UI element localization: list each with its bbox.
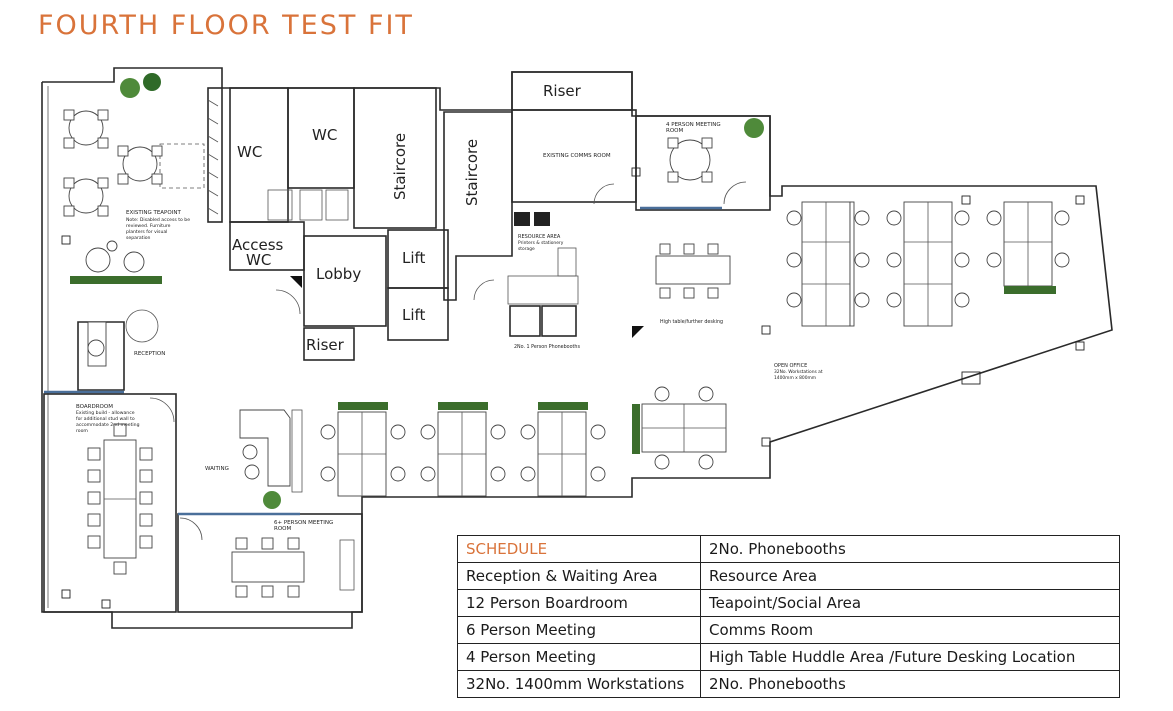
label-teapoint-note3: planters for visual xyxy=(126,229,167,235)
label-riser-bottom: Riser xyxy=(306,336,345,354)
label-riser-top: Riser xyxy=(543,82,582,100)
schedule-header: SCHEDULE xyxy=(457,535,701,563)
label-staircore2: Staircore xyxy=(463,139,481,206)
schedule-cell: 4 Person Meeting xyxy=(457,643,701,671)
label-open-office-note1: 32No. Workstations at xyxy=(774,369,823,375)
label-open-office-note2: 1400mm x 800mm xyxy=(774,375,816,381)
schedule-table: SCHEDULE 2No. Phonebooths Reception & Wa… xyxy=(457,535,1120,698)
label-boardroom-note3: accommodate 2nd meeting xyxy=(76,422,140,428)
label-lobby: Lobby xyxy=(316,265,361,283)
label-waiting: WAITING xyxy=(205,466,229,472)
label-boardroom-note4: room xyxy=(76,428,88,434)
boardroom xyxy=(43,393,177,613)
label-teapoint-title: EXISTING TEAPOINT xyxy=(126,210,181,216)
label-meeting6-2: ROOM xyxy=(274,526,291,532)
label-open-office: OPEN OFFICE xyxy=(774,363,807,369)
schedule-cell: Comms Room xyxy=(700,616,1120,644)
label-teapoint-note2: reviewed. Furniture xyxy=(126,223,171,229)
label-teapoint-note1: Note: Disabled access to be xyxy=(126,217,190,223)
label-resource-note1: Printers & stationery xyxy=(518,240,564,246)
label-wc2: WC xyxy=(312,126,337,144)
room-labels: WC WC Staircore Staircore Riser Access W… xyxy=(76,82,823,532)
meeting-room-4 xyxy=(635,115,771,211)
schedule-cell: 2No. Phonebooths xyxy=(700,535,1120,563)
label-reception: RECEPTION xyxy=(134,351,165,357)
table-row: Reception & Waiting Area Resource Area xyxy=(457,562,1120,590)
label-boardroom-note2: for additional stud wall to xyxy=(76,416,135,422)
label-resource-note2: storage xyxy=(518,246,535,252)
resource-area xyxy=(507,212,579,337)
schedule-cell: Teapoint/Social Area xyxy=(700,589,1120,617)
workstations-bottom xyxy=(320,386,727,497)
label-wc1: WC xyxy=(237,143,262,161)
schedule-cell: 2No. Phonebooths xyxy=(700,670,1120,698)
label-lift1: Lift xyxy=(402,249,426,267)
label-phonebooths: 2No. 1 Person Phonebooths xyxy=(514,344,580,350)
table-row: 6 Person Meeting Comms Room xyxy=(457,616,1120,644)
label-high-table: High table/further desking xyxy=(660,319,723,325)
schedule-cell: Reception & Waiting Area xyxy=(457,562,701,590)
waiting-area xyxy=(239,409,303,509)
meeting-room-6 xyxy=(177,512,363,613)
table-row: 32No. 1400mm Workstations 2No. Phoneboot… xyxy=(457,670,1120,698)
boardroom-chairs xyxy=(87,423,153,575)
label-access-wc-2: WC xyxy=(246,251,271,269)
column-markers xyxy=(61,167,1085,609)
table-row: SCHEDULE 2No. Phonebooths xyxy=(457,535,1120,563)
schedule-cell: 32No. 1400mm Workstations xyxy=(457,670,701,698)
schedule-cell: 6 Person Meeting xyxy=(457,616,701,644)
schedule-cell: High Table Huddle Area /Future Desking L… xyxy=(700,643,1120,671)
core-rooms xyxy=(229,71,747,361)
label-staircore1: Staircore xyxy=(391,133,409,200)
workstations-right xyxy=(786,201,1070,327)
label-lift2: Lift xyxy=(402,306,426,324)
label-teapoint-note4: separation xyxy=(126,235,151,241)
table-row: 12 Person Boardroom Teapoint/Social Area xyxy=(457,589,1120,617)
table-row: 4 Person Meeting High Table Huddle Area … xyxy=(457,643,1120,671)
teapoint-tables xyxy=(63,109,163,273)
teapoint-area xyxy=(63,73,223,284)
high-table-area xyxy=(655,243,731,299)
schedule-cell: Resource Area xyxy=(700,562,1120,590)
reception-area xyxy=(44,309,159,394)
label-resource-title: RESOURCE AREA xyxy=(518,234,561,240)
label-access-wc-1: Access xyxy=(232,236,284,254)
page-title: FOURTH FLOOR TEST FIT xyxy=(38,10,414,41)
label-boardroom: BOARDROOM xyxy=(76,404,113,410)
label-meeting4-1: 4 PERSON MEETING xyxy=(666,122,721,128)
label-meeting6-1: 6+ PERSON MEETING xyxy=(274,520,333,526)
label-meeting4-2: ROOM xyxy=(666,128,683,134)
schedule-cell: 12 Person Boardroom xyxy=(457,589,701,617)
label-existing-comms: EXISTING COMMS ROOM xyxy=(543,153,611,159)
label-boardroom-note1: Existing build - allowance xyxy=(76,410,135,416)
